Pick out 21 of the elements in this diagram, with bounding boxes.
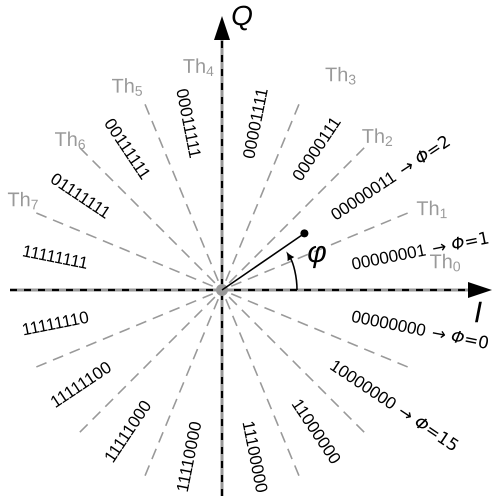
threshold-label: Th$_{5}$ [112, 78, 142, 96]
bit-code-label: 11111111 [22, 245, 86, 269]
phase-index-label: → Φ=0 [432, 330, 488, 348]
bit-code-label: 00000001 [352, 244, 426, 270]
bit-code-label: 00000000 [352, 310, 426, 336]
threshold-label: Th$_{7}$ [8, 192, 38, 210]
phase-index-label: → Φ=2 [401, 136, 450, 172]
bit-code-label: 11110000 [176, 422, 201, 492]
threshold-label: Th$_{1}$ [416, 200, 447, 218]
bit-code-label: 00001111 [243, 90, 268, 158]
threshold-label: Th$_{0}$ [430, 254, 460, 272]
angle-label: φ [308, 246, 326, 268]
bit-code-label: 00011111 [176, 89, 201, 158]
axis-label: Q [232, 6, 252, 30]
bit-code-label: 11100000 [242, 422, 268, 492]
phase-index-label: → Φ=1 [433, 232, 489, 251]
bit-code-label: 11111110 [22, 312, 88, 336]
axis-label: I [475, 302, 482, 322]
threshold-label: Th$_{2}$ [362, 128, 392, 146]
threshold-label: Th$_{3}$ [326, 66, 356, 85]
threshold-label: Th$_{4}$ [183, 58, 214, 76]
